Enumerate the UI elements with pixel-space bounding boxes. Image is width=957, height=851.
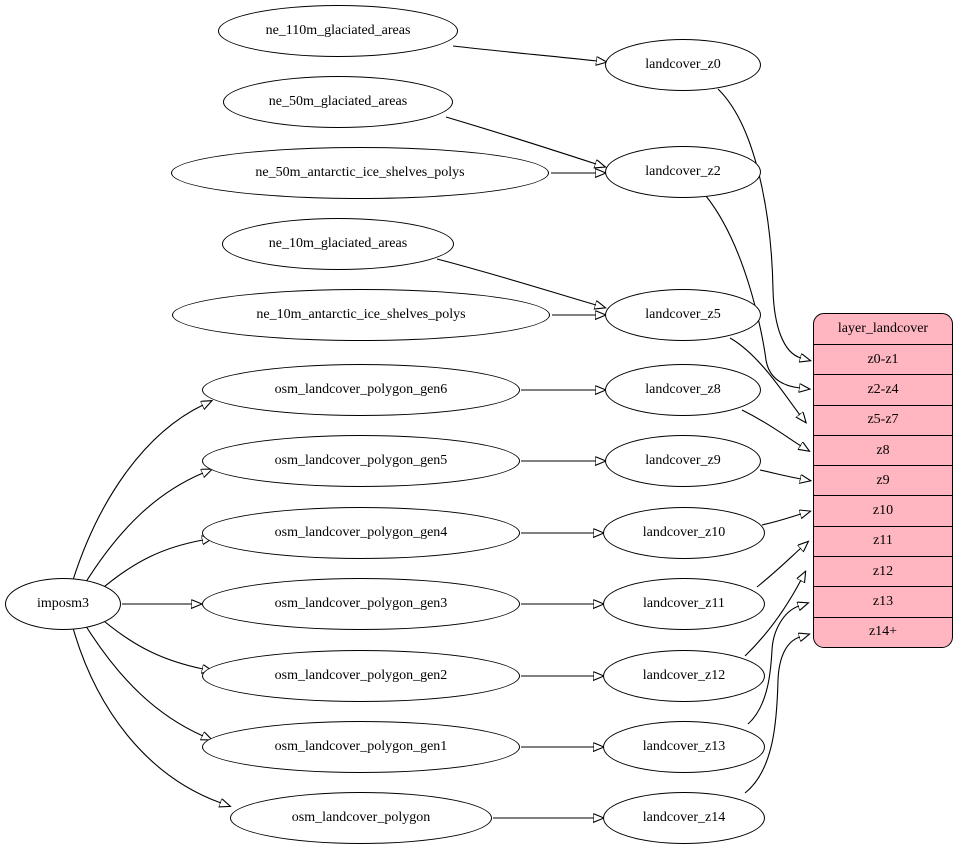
node-landcover-z8: landcover_z8 (605, 364, 761, 416)
node-landcover-z13: landcover_z13 (603, 721, 765, 773)
table-row-z8: z8 (814, 434, 952, 465)
table-row-z0-z1: z0-z1 (814, 344, 952, 374)
node-label: ne_110m_glaciated_areas (265, 23, 411, 38)
node-label: landcover_z13 (642, 739, 726, 754)
edge-z11-to-row-z11 (756, 548, 801, 588)
edge-imposm3-to-gen6 (72, 405, 203, 581)
node-label: osm_landcover_polygon_gen6 (274, 382, 448, 397)
table-row-z12: z12 (814, 556, 952, 586)
edge-z8-to-row-z8 (741, 409, 801, 446)
edge-z9-to-row-z9 (759, 469, 801, 479)
edge-z10-to-row-z10 (761, 514, 801, 526)
table-row-z10: z10 (814, 495, 952, 525)
table-row-z5-z7: z5-z7 (814, 404, 952, 435)
edge-z14-to-row-z14plus (744, 637, 800, 794)
node-osm-landcover-polygon-gen2: osm_landcover_polygon_gen2 (202, 650, 520, 702)
node-label: osm_landcover_polygon_gen3 (274, 596, 448, 611)
table-row-z11: z11 (814, 525, 952, 556)
node-label: landcover_z12 (642, 668, 726, 683)
edge-imposm3-to-gen4 (97, 540, 203, 593)
node-landcover-z12: landcover_z12 (603, 650, 765, 702)
node-ne-10m-glaciated-areas: ne_10m_glaciated_areas (222, 218, 454, 270)
node-label: ne_50m_glaciated_areas (268, 94, 408, 109)
node-imposm3: imposm3 (5, 578, 121, 630)
node-ne-50m-antarctic-ice-shelves-polys: ne_50m_antarctic_ice_shelves_polys (171, 147, 549, 199)
node-label: landcover_z9 (645, 453, 721, 468)
table-row-z13: z13 (814, 586, 952, 616)
node-label: ne_10m_glaciated_areas (268, 236, 408, 251)
node-label: imposm3 (36, 596, 90, 611)
node-landcover-z9: landcover_z9 (605, 435, 761, 487)
node-label: landcover_z10 (642, 525, 726, 540)
edge-ne110m-to-z0 (452, 45, 597, 61)
node-osm-landcover-polygon-gen3: osm_landcover_polygon_gen3 (202, 578, 520, 630)
edge-z5-to-row-z5-z7 (729, 337, 800, 415)
node-landcover-z2: landcover_z2 (605, 146, 761, 198)
edge-imposm3-to-gen5 (83, 473, 203, 586)
node-label: landcover_z11 (643, 596, 725, 611)
node-label: landcover_z14 (642, 810, 726, 825)
table-row-z9: z9 (814, 465, 952, 495)
node-label: landcover_z5 (645, 307, 721, 322)
table-title: layer_landcover (837, 321, 929, 336)
node-osm-landcover-polygon-gen1: osm_landcover_polygon_gen1 (202, 721, 520, 773)
node-ne-10m-antarctic-ice-shelves-polys: ne_10m_antarctic_ice_shelves_polys (172, 289, 550, 341)
edge-imposm3-to-gen1 (83, 622, 203, 736)
table-row-z2-z4: z2-z4 (814, 374, 952, 404)
node-label: osm_landcover_polygon (291, 810, 431, 825)
node-label: landcover_z8 (645, 382, 721, 397)
edge-z12-to-row-z12 (744, 580, 801, 657)
node-label: ne_50m_antarctic_ice_shelves_polys (255, 165, 465, 180)
node-label: osm_landcover_polygon_gen1 (274, 739, 448, 754)
node-label: landcover_z2 (645, 164, 721, 179)
edge-imposm3-to-polygon (72, 627, 221, 803)
table-layer-landcover: layer_landcover z0-z1 z2-z4 z5-z7 z8 z9 … (813, 313, 953, 648)
node-osm-landcover-polygon-gen4: osm_landcover_polygon_gen4 (202, 507, 520, 559)
node-ne-50m-glaciated-areas: ne_50m_glaciated_areas (223, 76, 453, 128)
node-label: landcover_z0 (645, 57, 721, 72)
node-landcover-z11: landcover_z11 (603, 578, 765, 630)
node-osm-landcover-polygon: osm_landcover_polygon (230, 792, 492, 844)
node-landcover-z5: landcover_z5 (605, 289, 761, 341)
node-landcover-z0: landcover_z0 (605, 39, 761, 91)
node-label: osm_landcover_polygon_gen4 (274, 525, 448, 540)
edge-ne10m-to-z5 (436, 258, 596, 305)
node-label: osm_landcover_polygon_gen5 (274, 453, 448, 468)
edge-z0-to-row-z0-z1 (717, 88, 801, 358)
table-row-z14plus: z14+ (814, 616, 952, 647)
edge-z2-to-row-z2-z4 (705, 195, 800, 388)
node-landcover-z14: landcover_z14 (603, 792, 765, 844)
node-label: ne_10m_antarctic_ice_shelves_polys (256, 307, 466, 322)
node-landcover-z10: landcover_z10 (603, 507, 765, 559)
node-osm-landcover-polygon-gen6: osm_landcover_polygon_gen6 (202, 364, 520, 416)
node-ne-110m-glaciated-areas: ne_110m_glaciated_areas (218, 5, 458, 57)
edge-ne50m-to-z2 (445, 116, 596, 164)
node-osm-landcover-polygon-gen5: osm_landcover_polygon_gen5 (202, 435, 520, 487)
node-label: osm_landcover_polygon_gen2 (274, 668, 448, 683)
edge-z13-to-row-z13 (747, 606, 799, 725)
edge-imposm3-to-gen2 (97, 615, 203, 669)
